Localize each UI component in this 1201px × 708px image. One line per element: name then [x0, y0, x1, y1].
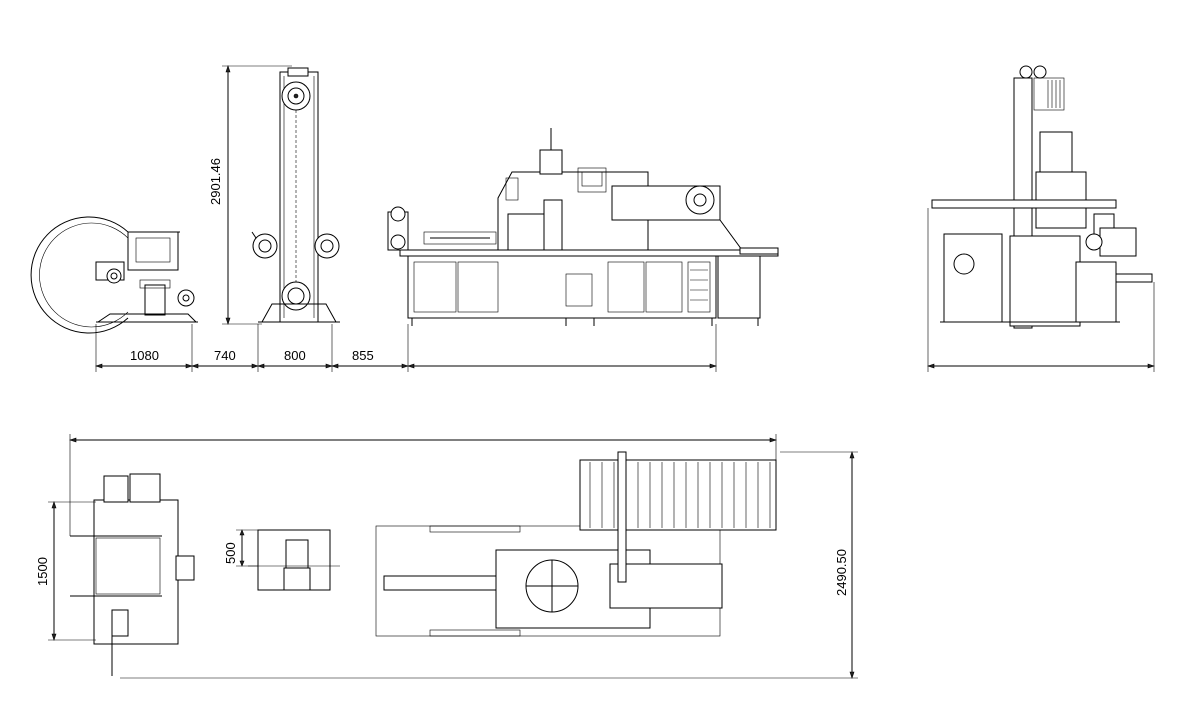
accumulator-tower: [251, 67, 340, 323]
side-elevation-view: [927, 65, 1155, 372]
plan-view: [70, 451, 777, 676]
dim-gap-to-tower: 740: [214, 348, 236, 363]
dim-unwinder-width: 1080: [130, 348, 159, 363]
front-dimension-chain: 1080 740 800 855 2901.46: [95, 65, 717, 372]
dim-plan-depth-small: 500: [223, 542, 238, 564]
unwinder-front-view: [30, 216, 198, 334]
dim-tower-width: 800: [284, 348, 306, 363]
main-machine-front-view: [387, 128, 779, 326]
dim-plan-depth-total: 2490.50: [834, 549, 849, 596]
dim-gap-to-machine: 855: [352, 348, 374, 363]
dim-plan-depth-left: 1500: [35, 557, 50, 586]
dim-tower-height: 2901.46: [208, 158, 223, 205]
plan-dimensions: 1500 500 2490.50: [35, 434, 858, 679]
